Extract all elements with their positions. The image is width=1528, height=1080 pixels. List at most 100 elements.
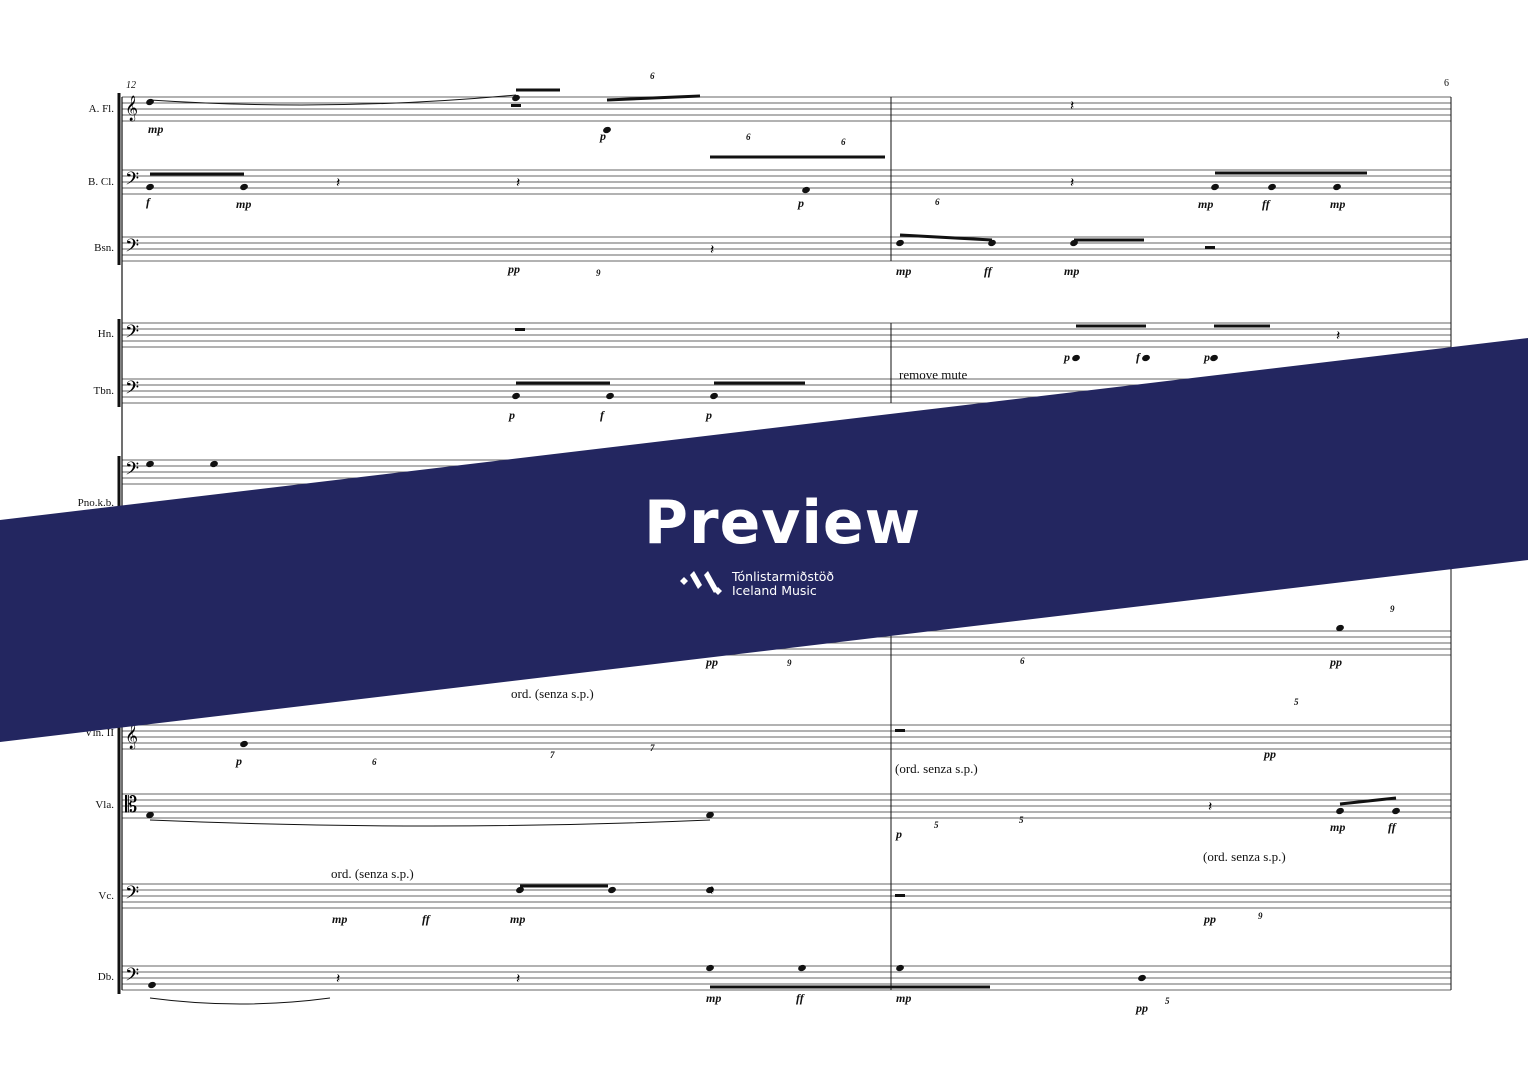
clef-icon: 𝄢 xyxy=(125,322,139,347)
notehead xyxy=(1142,354,1150,362)
banner-title: Preview xyxy=(644,488,922,558)
performance-instruction: ord. (senza s.p.) xyxy=(331,866,414,881)
tuplet-number: 6 xyxy=(746,132,751,142)
notehead xyxy=(240,183,248,191)
instrument-label: Hn. xyxy=(97,328,114,340)
clef-icon: 𝄡 xyxy=(125,793,137,818)
notehead xyxy=(896,239,904,247)
dynamic-mark: p xyxy=(706,408,712,422)
dynamic-mark: mp xyxy=(1330,820,1346,834)
instrument-label: A. Fl. xyxy=(88,103,114,115)
dynamic-mark: mp xyxy=(148,122,164,136)
notehead xyxy=(710,392,718,400)
clef-icon: 𝄢 xyxy=(125,169,139,194)
clef-icon: 𝄢 xyxy=(125,883,139,908)
dynamic-mark: mp xyxy=(1198,197,1214,211)
rest-icon: 𝄽 xyxy=(710,883,714,899)
dynamic-mark: p xyxy=(1204,350,1210,364)
rest-icon: 𝄽 xyxy=(516,175,520,191)
dynamic-mark: mp xyxy=(706,991,722,1005)
notehead xyxy=(1333,183,1341,191)
notehead xyxy=(603,126,611,134)
dynamic-mark: f xyxy=(146,195,150,209)
dynamic-mark: pp xyxy=(1264,747,1276,761)
notehead xyxy=(1072,354,1080,362)
notehead xyxy=(1336,624,1344,632)
dynamic-mark: mp xyxy=(236,197,252,211)
notehead xyxy=(240,740,248,748)
instrument-label: Vla. xyxy=(95,799,114,811)
notehead xyxy=(1211,183,1219,191)
rest-icon: 𝄽 xyxy=(1070,175,1074,191)
banner-band xyxy=(0,338,1528,742)
slur xyxy=(149,94,517,106)
dynamic-mark: ff xyxy=(796,991,804,1005)
notehead xyxy=(210,460,218,468)
rest-icon: 𝄽 xyxy=(1336,328,1340,344)
clef-icon: 𝄞 xyxy=(125,95,138,121)
dynamic-mark: mp xyxy=(332,912,348,926)
dynamic-mark: p xyxy=(600,129,606,143)
performance-instruction: ord. (senza s.p.) xyxy=(511,686,594,701)
instrument-label: Vc. xyxy=(98,890,114,902)
dynamic-mark: ff xyxy=(422,912,430,926)
tuplet-number: 7 xyxy=(550,750,555,760)
dynamic-mark: ff xyxy=(984,264,992,278)
beam xyxy=(606,94,701,102)
rest-icon: 𝄽 xyxy=(710,242,714,258)
notehead xyxy=(988,239,996,247)
dynamic-mark: pp xyxy=(706,655,718,669)
dynamic-mark: f xyxy=(1136,350,1140,364)
clef-icon: 𝄢 xyxy=(125,236,139,261)
instrument-label: Bsn. xyxy=(94,242,114,254)
logo-line-1: Tónlistarmiðstöð xyxy=(732,569,835,584)
logo-line-2: Iceland Music xyxy=(732,583,817,598)
tuplet-number: 9 xyxy=(1258,911,1263,921)
beam xyxy=(899,233,993,242)
tuplet-number: 9 xyxy=(787,658,792,668)
rest-icon: 𝄽 xyxy=(1208,799,1212,815)
notehead xyxy=(146,183,154,191)
notehead xyxy=(608,886,616,894)
notehead xyxy=(512,94,520,102)
dynamic-mark: p xyxy=(1064,350,1070,364)
tuplet-number: 6 xyxy=(650,71,655,81)
page-number: 6 xyxy=(1444,78,1449,89)
notehead xyxy=(1336,807,1344,815)
tuplet-number: 7 xyxy=(650,743,655,753)
notehead xyxy=(706,811,714,819)
clef-icon: 𝄞 xyxy=(125,723,138,749)
dynamic-mark: pp xyxy=(1330,655,1342,669)
instrument-label: Tbn. xyxy=(93,385,114,397)
clef-icon: 𝄢 xyxy=(125,378,139,403)
dynamic-mark: mp xyxy=(510,912,526,926)
dynamic-mark: pp xyxy=(508,262,520,276)
notehead xyxy=(516,886,524,894)
performance-instruction: (ord. senza s.p.) xyxy=(1203,849,1286,864)
notehead xyxy=(512,392,520,400)
rest-icon: 𝄽 xyxy=(336,175,340,191)
dynamic-mark: ff xyxy=(1262,197,1270,211)
slur xyxy=(149,997,331,1005)
tuplet-number: 5 xyxy=(1294,697,1299,707)
dynamic-mark: mp xyxy=(1330,197,1346,211)
tuplet-number: 6 xyxy=(372,757,377,767)
rest-icon: 𝄽 xyxy=(336,971,340,987)
measure-number: 12 xyxy=(126,80,136,91)
beam xyxy=(1339,796,1397,806)
tuplet-number: 6 xyxy=(841,137,846,147)
half-rest-icon xyxy=(895,729,905,732)
notehead xyxy=(146,811,154,819)
notehead xyxy=(706,886,714,894)
performance-instruction: (ord. senza s.p.) xyxy=(895,761,978,776)
tuplet-number: 9 xyxy=(596,268,601,278)
half-rest-icon xyxy=(895,894,905,897)
half-rest-icon xyxy=(511,104,521,107)
rest-icon: 𝄽 xyxy=(1070,98,1074,114)
dynamic-mark: pp xyxy=(1136,1001,1148,1015)
instrument-label: B. Cl. xyxy=(88,176,114,188)
clef-icon: 𝄢 xyxy=(125,965,139,990)
notehead xyxy=(148,981,156,989)
